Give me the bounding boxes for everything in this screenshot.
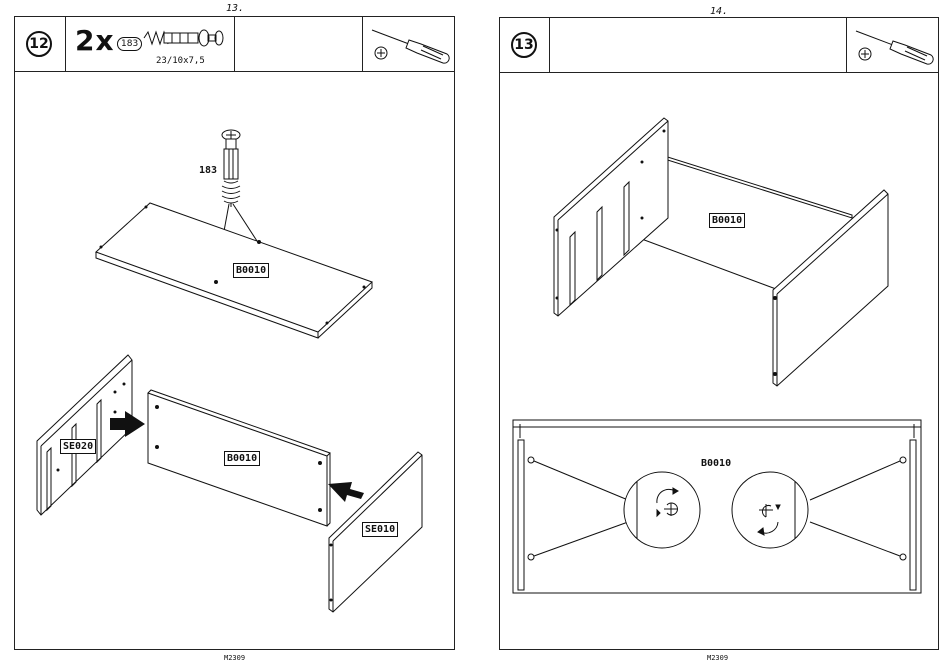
footer-code: M2309 — [707, 654, 728, 662]
label-assembled-panel: B0010 — [709, 213, 745, 228]
front-view-detail — [513, 420, 921, 593]
assembled-drawer — [554, 118, 888, 386]
label-detail-panel: B0010 — [701, 458, 731, 469]
